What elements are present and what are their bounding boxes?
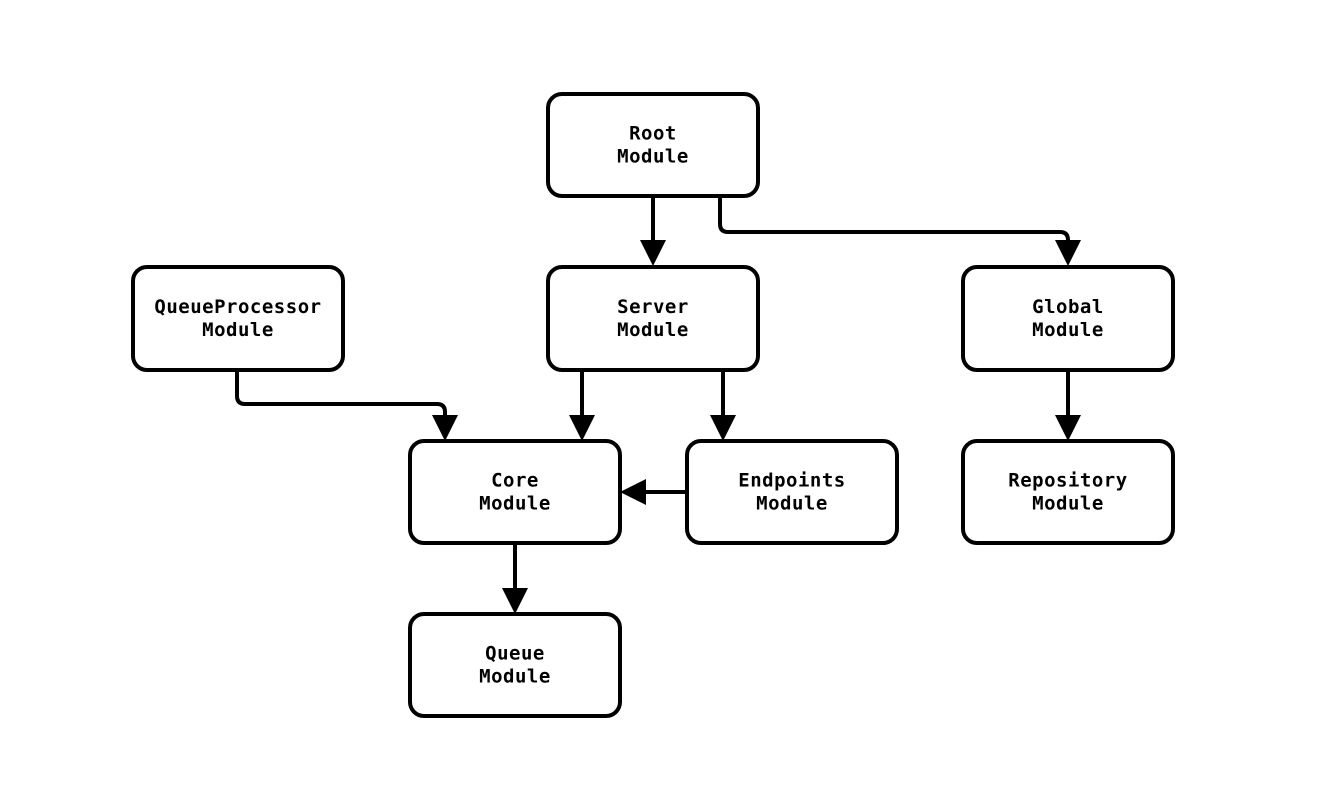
edge-core-to-queue [502,543,528,614]
repository-module-node-label-line1: Repository [1008,470,1127,492]
endpoints-module-node-shape[interactable] [685,439,899,545]
edge-queueprocessor-to-core [235,370,458,441]
global-module-node-shape[interactable] [961,265,1175,372]
edge-root-to-server [640,196,666,266]
queue-module-node-shape[interactable] [408,612,622,718]
edge-root-to-global [718,196,1081,266]
edge-root-to-global-arrowhead-icon [1055,240,1081,266]
core-module-node-shape[interactable] [408,439,622,545]
root-module-node-label-line1: Root [629,123,677,145]
server-module-node-shape[interactable] [546,265,760,372]
root-module-node-label-line2: Module [617,146,689,168]
edge-global-to-repository-arrowhead-icon [1055,415,1081,441]
edge-endpoints-to-core-arrowhead-icon [620,479,646,505]
global-module-node-label-line2: Module [1032,319,1104,341]
endpoints-module-node-label-line1: Endpoints [738,470,845,492]
repository-module-node-label-line2: Module [1032,493,1104,515]
edge-server-to-core-arrowhead-icon [569,415,595,441]
nodes-layer: RootModuleQueueProcessorModuleServerModu… [131,92,1175,718]
queueprocessor-module-node-label-line1: QueueProcessor [154,296,321,318]
edges-layer [235,196,1081,614]
edge-root-to-global-line [718,196,1070,250]
edge-root-to-server-arrowhead-icon [640,240,666,266]
queue-module-node-label-line1: Queue [485,643,545,665]
edge-server-to-core [569,370,595,441]
queue-module-node-label-line2: Module [479,666,551,688]
edge-queueprocessor-to-core-line [235,370,447,425]
server-module-node-label-line1: Server [617,296,689,318]
root-module-node-shape[interactable] [546,92,760,198]
edge-endpoints-to-core [620,479,687,505]
core-module-node-label-line2: Module [479,493,551,515]
repository-module-node-shape[interactable] [961,439,1175,545]
edge-server-to-endpoints [710,370,736,441]
edge-global-to-repository [1055,370,1081,441]
global-module-node-label-line1: Global [1032,296,1104,318]
queueprocessor-module-node-label-line2: Module [202,319,274,341]
server-module-node-label-line2: Module [617,319,689,341]
edge-core-to-queue-arrowhead-icon [502,588,528,614]
edge-server-to-endpoints-arrowhead-icon [710,415,736,441]
endpoints-module-node-label-line2: Module [756,493,828,515]
edge-queueprocessor-to-core-arrowhead-icon [432,415,458,441]
core-module-node-label-line1: Core [491,470,539,492]
queueprocessor-module-node-shape[interactable] [131,265,345,372]
